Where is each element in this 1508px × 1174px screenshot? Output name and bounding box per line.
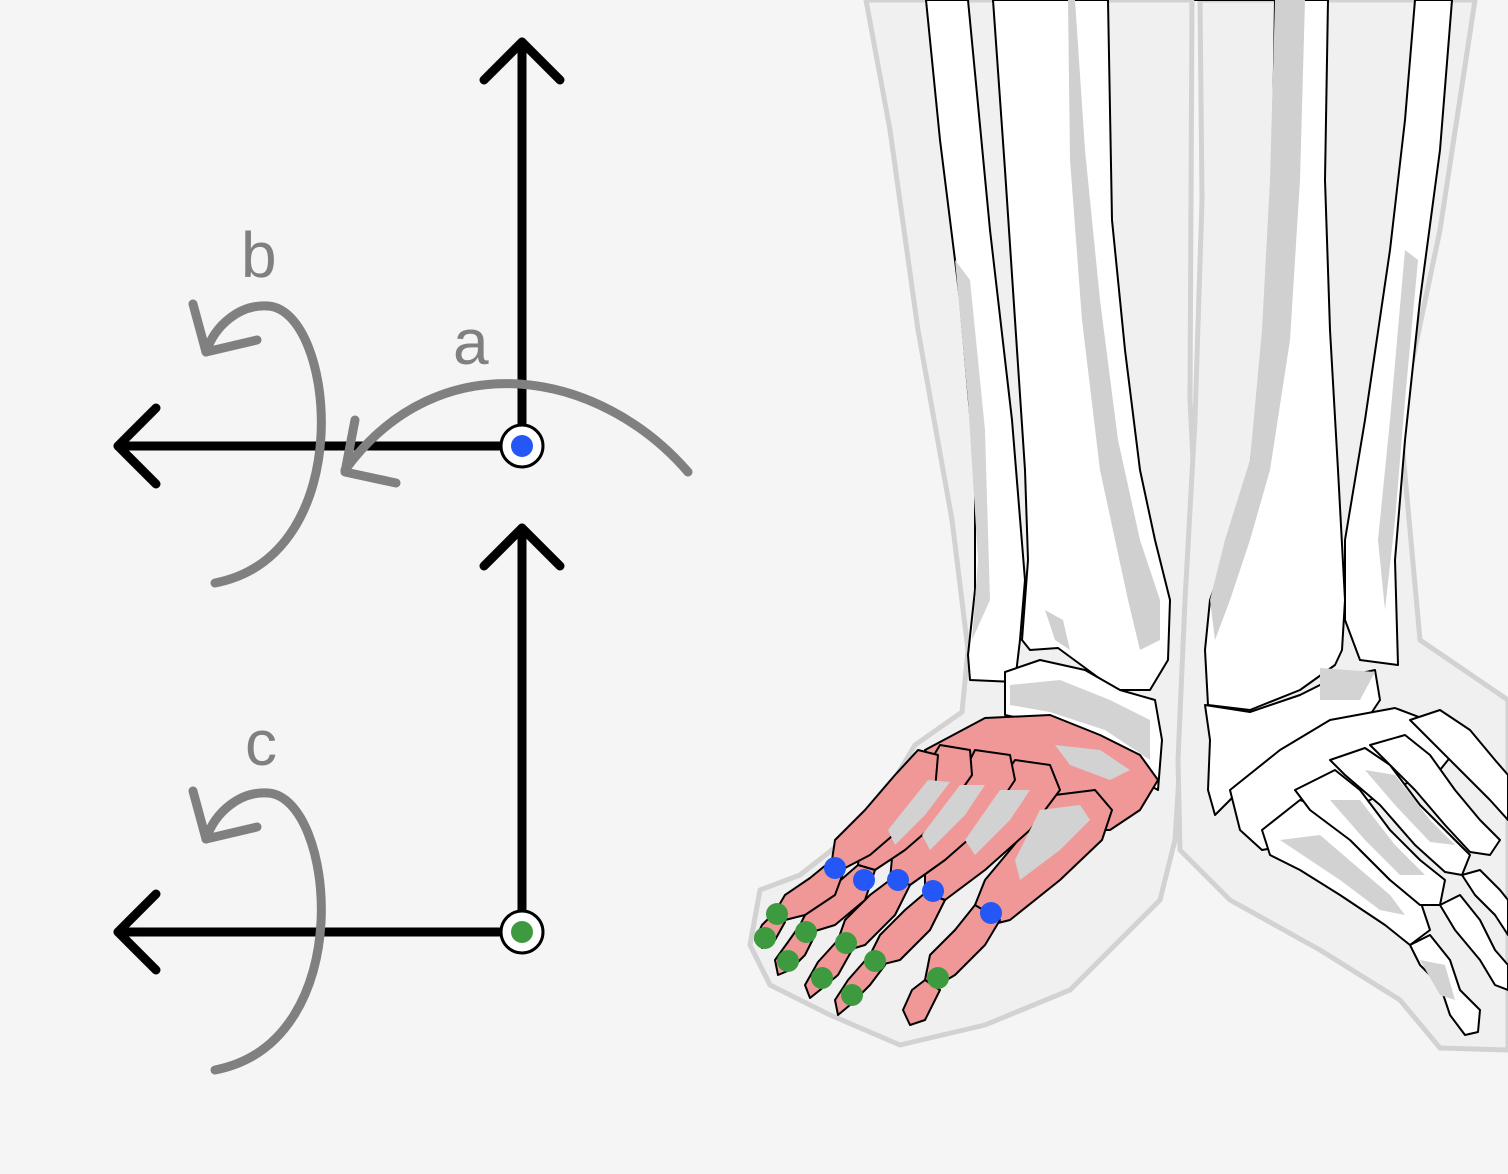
rotation-arrow-a — [340, 379, 693, 488]
ip-joint-toe5-a — [766, 903, 788, 925]
ip-joint-toe3-a — [835, 932, 857, 954]
upper-vertical-axis — [479, 37, 565, 451]
left-toe2 — [1439, 894, 1508, 991]
green-joint-origin-icon — [511, 921, 533, 943]
ip-joint-toe2-b — [841, 984, 863, 1006]
mtp-joint-2 — [922, 880, 944, 902]
hallux-distal — [902, 979, 941, 1026]
label-a: a — [453, 306, 489, 378]
mtp-joint-3 — [887, 869, 909, 891]
ip-joint-toe3-b — [811, 967, 833, 989]
right-forefoot-shadows — [888, 745, 1130, 880]
lower-origin — [499, 909, 545, 955]
left-toe3 — [1461, 869, 1508, 936]
ip-joint-markers — [754, 903, 949, 1006]
ip-joint-toe5-b — [754, 927, 776, 949]
rotation-arrow-b — [188, 299, 326, 588]
left-metatarsal-4 — [1369, 734, 1501, 856]
mtp-joint-markers — [824, 857, 1002, 924]
left-talus-shadow — [1320, 668, 1375, 700]
left-leg-bones — [1194, 0, 1508, 1036]
left-foot-shadows — [1280, 770, 1455, 1000]
rotation-arrow-c — [188, 786, 326, 1075]
left-metatarsal-5 — [1409, 709, 1508, 821]
right-talus-shadow — [1010, 680, 1150, 760]
mtp-joint-4 — [853, 869, 875, 891]
right-tibia-malleolus-shadow — [1045, 610, 1070, 650]
upper-origin — [499, 423, 545, 469]
mtp-joint-5 — [824, 857, 846, 879]
mtp-joint-1 — [980, 902, 1002, 924]
left-tibia-shadow — [1210, 0, 1305, 640]
ip-joint-hallux — [927, 967, 949, 989]
right-tibia-shadow — [1068, 0, 1160, 650]
label-c: c — [245, 707, 277, 779]
ip-joint-toe4-a — [795, 921, 817, 943]
lower-axis-system — [113, 523, 565, 1075]
lower-vertical-axis — [479, 523, 565, 937]
left-fibula-shadow — [1378, 250, 1418, 610]
right-leg-bones — [754, 0, 1171, 1026]
ip-joint-toe2-a — [864, 950, 886, 972]
right-fibula-shadow — [955, 260, 990, 640]
label-b: b — [241, 219, 277, 291]
ip-joint-toe4-b — [777, 950, 799, 972]
upper-axis-system — [113, 37, 693, 588]
blue-joint-origin-icon — [511, 435, 533, 457]
